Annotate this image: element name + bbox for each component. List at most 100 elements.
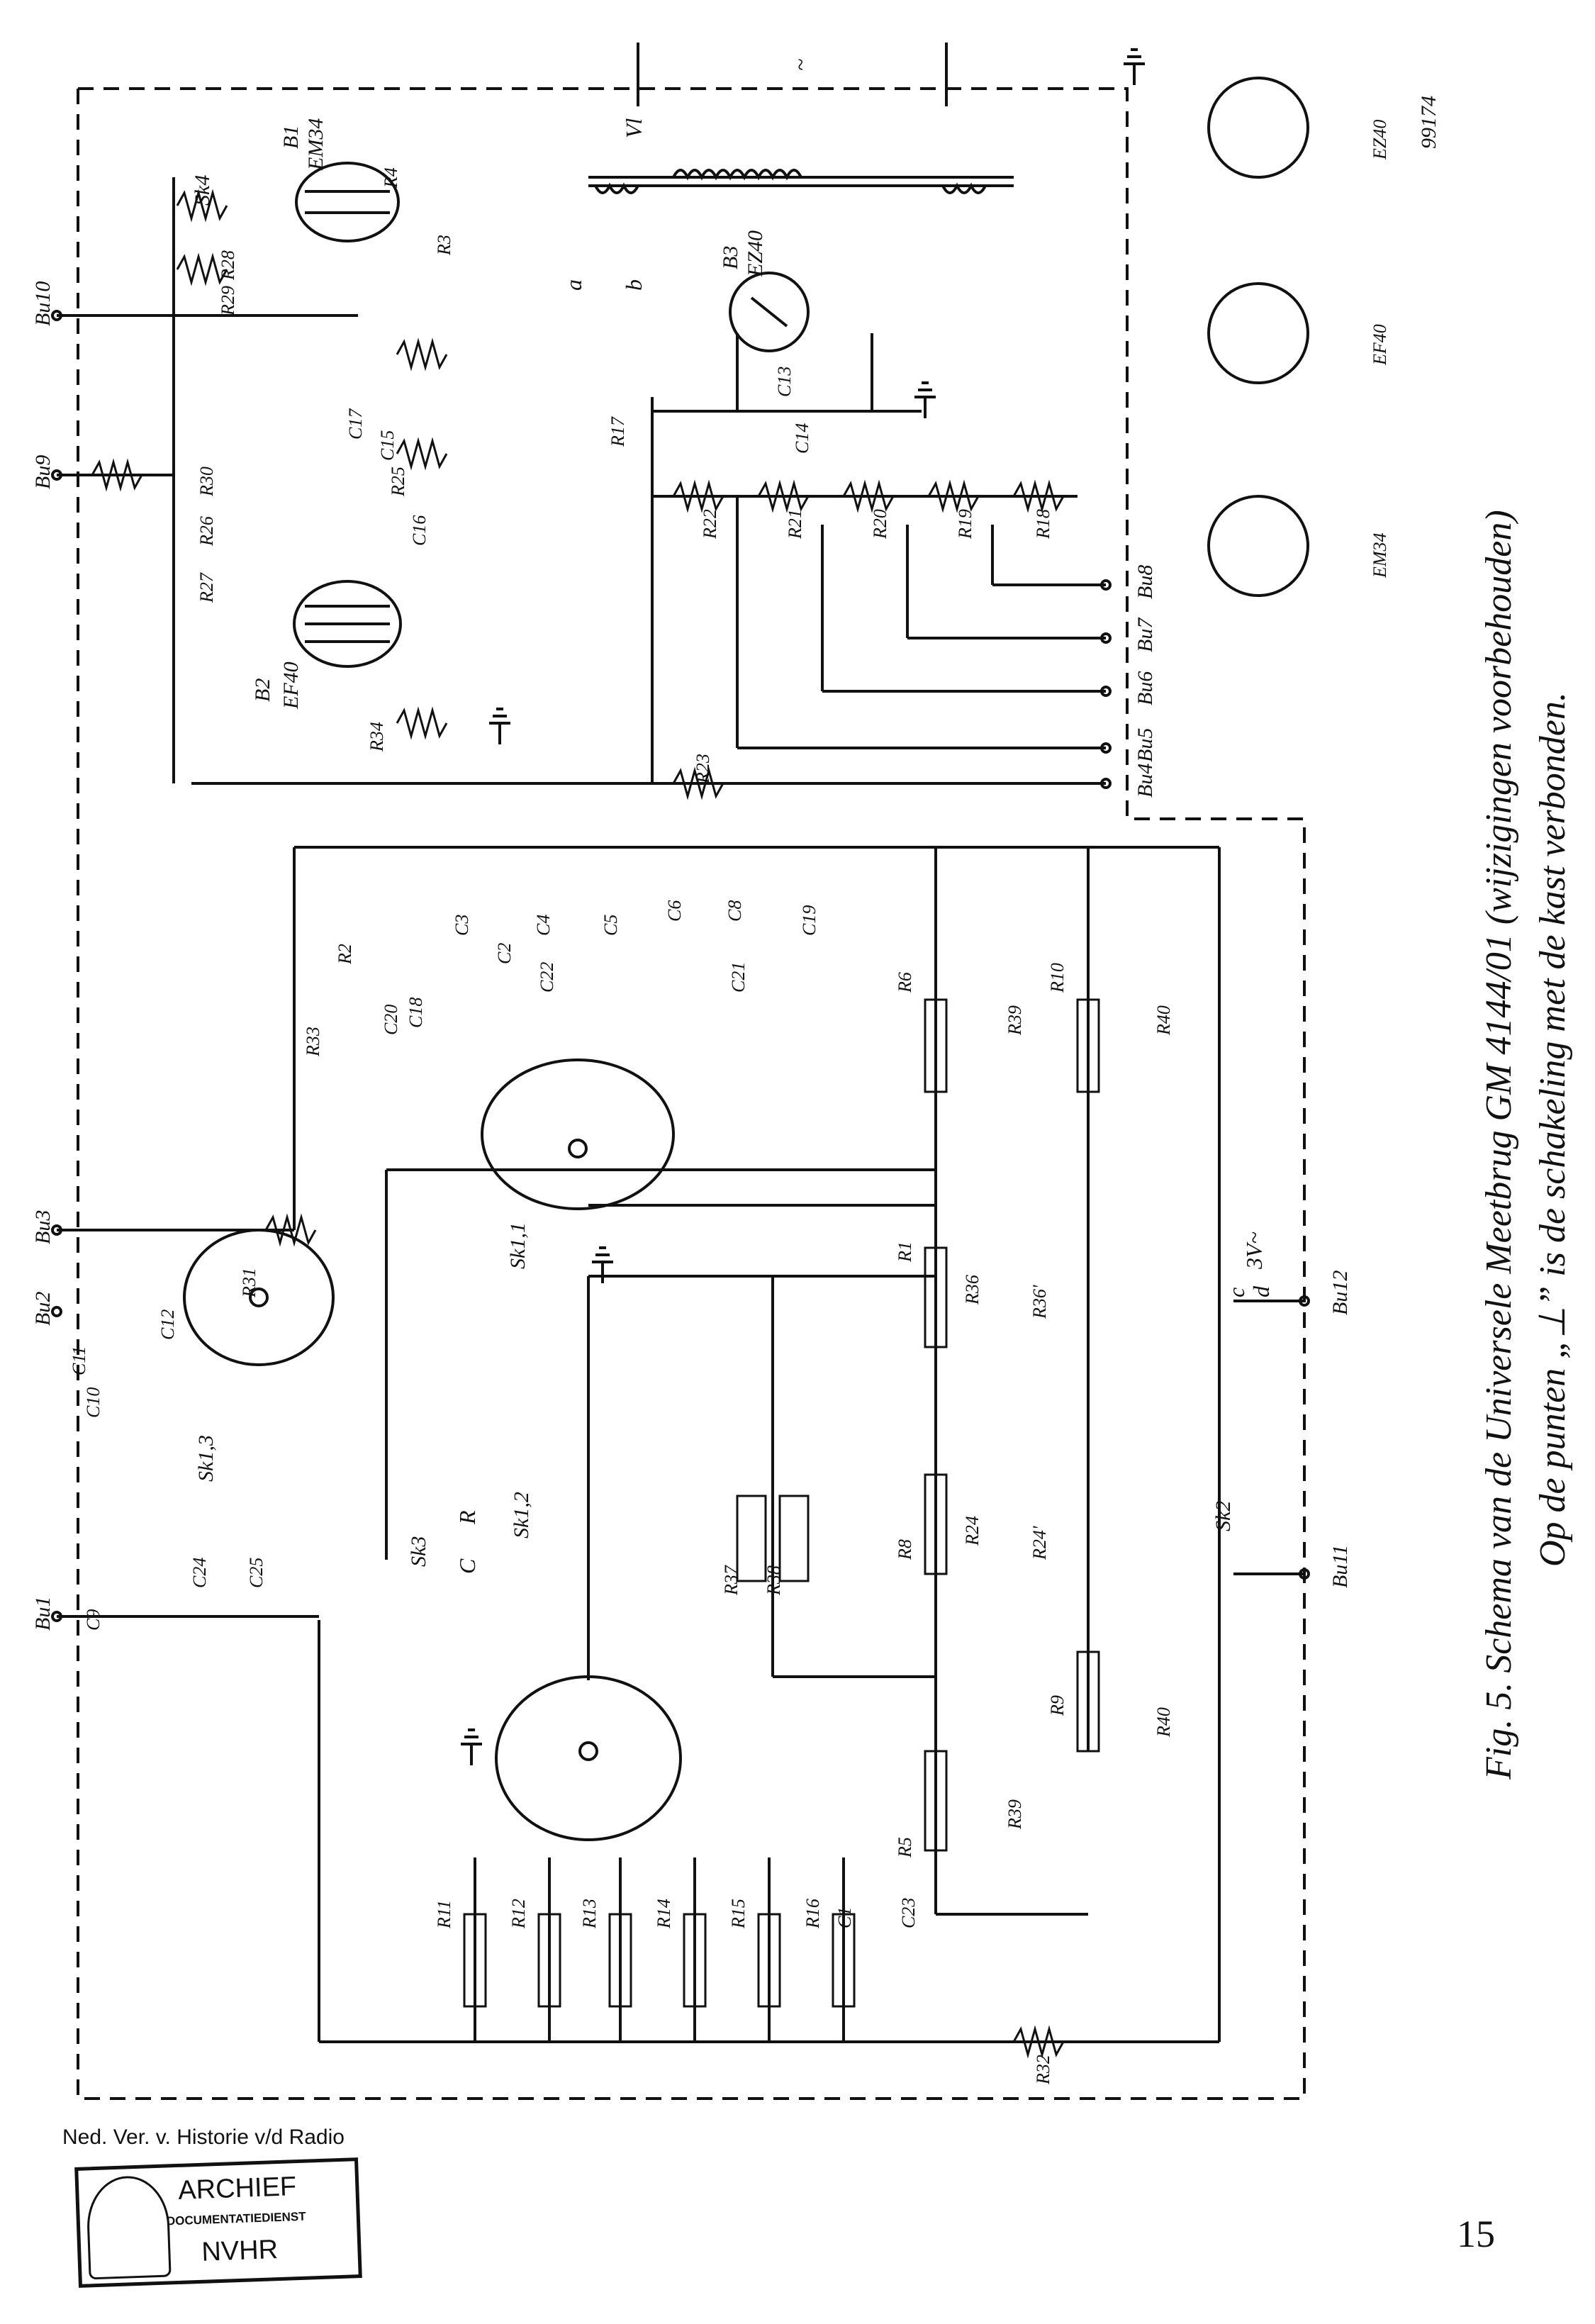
component-label: C11 bbox=[69, 1346, 89, 1375]
switch-sk2: Sk2 bbox=[1211, 1501, 1235, 1531]
socket-bu5: Bu5 bbox=[1134, 728, 1157, 762]
socket-bu6: Bu6 bbox=[1134, 671, 1157, 705]
component-label: C24 bbox=[189, 1558, 210, 1588]
tube-b2-ref: B2 bbox=[251, 678, 274, 702]
component-label: R3 bbox=[434, 235, 454, 256]
component-label: R28 bbox=[218, 250, 238, 281]
out-d-label: d bbox=[1248, 1285, 1274, 1297]
tube-b3-ez40 bbox=[729, 272, 810, 352]
component-label: R32 bbox=[1033, 2055, 1053, 2085]
pinout-ef40 bbox=[1207, 282, 1309, 384]
stamp-title: ARCHIEF bbox=[177, 2172, 297, 2206]
component-label: C17 bbox=[345, 408, 366, 440]
component-label: R31 bbox=[239, 1268, 259, 1298]
component-label: C25 bbox=[246, 1558, 267, 1588]
stamp-org: NVHR bbox=[201, 2235, 279, 2267]
tube-b2-ef40 bbox=[293, 580, 402, 668]
component-label: C13 bbox=[774, 367, 795, 397]
component-label: C12 bbox=[157, 1309, 178, 1340]
pinout-ef40-type: EF40 bbox=[1370, 324, 1390, 366]
socket-bu2: Bu2 bbox=[31, 1292, 55, 1326]
tube-labels: B1 EM34 B2 EF40 B3 EZ40 bbox=[251, 118, 767, 710]
component-label: R21 bbox=[785, 509, 805, 540]
component-label: R40 bbox=[1153, 1005, 1174, 1036]
component-label: C9 bbox=[83, 1609, 103, 1631]
amplifier-section bbox=[57, 43, 1106, 785]
sw-c-label: C bbox=[454, 1558, 480, 1574]
pinout-em34-type: EM34 bbox=[1370, 532, 1390, 579]
switch-sk11: Sk1,1 bbox=[506, 1222, 530, 1269]
term-b-label: b bbox=[621, 279, 647, 291]
component-label: R38 bbox=[763, 1565, 784, 1596]
misc-labels: Vl ~ 3V~ c d a b C R bbox=[454, 59, 1274, 1574]
component-label: C16 bbox=[409, 515, 430, 546]
stamp-subtitle: DOCUMENTATIEDIENST bbox=[166, 2209, 306, 2228]
socket-bu8: Bu8 bbox=[1134, 565, 1157, 599]
socket-labels: Bu10 Bu9 Bu3 Bu2 Bu1 Bu8 Bu7 Bu6 Bu5 Bu4… bbox=[31, 281, 1352, 1631]
figure-caption-line1: Fig. 5. Schema van de Universele Meetbru… bbox=[1479, 510, 1519, 1780]
radio-logo-icon bbox=[85, 2174, 172, 2280]
component-label: C15 bbox=[377, 430, 398, 461]
component-label: C10 bbox=[83, 1387, 103, 1418]
component-label: R11 bbox=[434, 1900, 454, 1929]
switch-sk13: Sk1,3 bbox=[194, 1435, 218, 1482]
component-label: C8 bbox=[724, 900, 745, 922]
chassis-outline bbox=[77, 87, 1306, 2100]
component-label: R26 bbox=[196, 516, 217, 547]
component-label: R19 bbox=[955, 509, 975, 540]
term-a-label: a bbox=[561, 279, 586, 291]
component-labels: R3R4R17R18R19R20R21R22R23R25R26R27R28R29… bbox=[69, 167, 1174, 2085]
pinout-ez40 bbox=[1207, 77, 1309, 179]
component-label: C21 bbox=[728, 962, 749, 993]
component-label: R27 bbox=[196, 572, 217, 603]
component-label: R2 bbox=[335, 944, 355, 965]
archive-stamp: ARCHIEF DOCUMENTATIEDIENST NVHR bbox=[74, 2157, 362, 2288]
socket-bu10: Bu10 bbox=[31, 281, 55, 326]
component-label: R12 bbox=[508, 1899, 529, 1929]
tube-b2-type: EF40 bbox=[279, 661, 303, 710]
component-label: R8 bbox=[895, 1539, 915, 1560]
component-label: C3 bbox=[452, 915, 472, 936]
rotary-switch-sk12 bbox=[495, 1675, 682, 1841]
component-label: C4 bbox=[533, 915, 554, 936]
component-label: R34 bbox=[366, 722, 387, 752]
pinout-labels: EZ40 EF40 EM34 bbox=[1370, 120, 1390, 579]
tube-b3-type: EZ40 bbox=[744, 230, 767, 277]
rotary-switch-sk11 bbox=[481, 1058, 675, 1210]
archive-label: Ned. Ver. v. Historie v/d Radio bbox=[62, 2125, 345, 2149]
socket-bu11: Bu11 bbox=[1328, 1545, 1352, 1588]
component-label: C14 bbox=[792, 423, 812, 454]
tube-b1-em34 bbox=[295, 162, 400, 242]
socket-bu1: Bu1 bbox=[31, 1597, 55, 1631]
socket-terminals bbox=[51, 310, 1310, 1622]
component-label: R37 bbox=[721, 1565, 741, 1596]
component-label: R25 bbox=[388, 467, 408, 497]
component-label: R22 bbox=[700, 509, 720, 540]
component-label: R33 bbox=[303, 1027, 323, 1057]
socket-bu4: Bu4 bbox=[1134, 764, 1157, 798]
mains-transformer bbox=[588, 43, 1014, 194]
component-label: R36 bbox=[962, 1275, 983, 1305]
component-label: R13 bbox=[579, 1899, 600, 1929]
component-label: R20 bbox=[870, 509, 890, 540]
switch-sk12: Sk1,2 bbox=[510, 1492, 533, 1538]
component-label: R16 bbox=[802, 1899, 823, 1929]
component-label: C2 bbox=[494, 943, 515, 964]
component-label: R1 bbox=[895, 1241, 915, 1263]
ground-symbols bbox=[461, 48, 1145, 1765]
switch-sk3: Sk3 bbox=[407, 1536, 430, 1567]
component-label: C1 bbox=[834, 1907, 855, 1928]
component-label: R18 bbox=[1033, 509, 1053, 540]
component-label: R40 bbox=[1153, 1707, 1174, 1738]
tube-b1-ref: B1 bbox=[279, 125, 303, 149]
pinout-ez40-type: EZ40 bbox=[1370, 120, 1390, 160]
component-label: R15 bbox=[728, 1899, 749, 1929]
component-label: R4 bbox=[381, 167, 401, 189]
component-label: C19 bbox=[799, 905, 819, 936]
socket-bu12: Bu12 bbox=[1328, 1270, 1352, 1315]
component-label: R29 bbox=[218, 286, 238, 316]
component-label: R36' bbox=[1029, 1285, 1050, 1319]
out-c-label: c bbox=[1224, 1287, 1249, 1297]
component-label: R39 bbox=[1004, 1005, 1025, 1036]
